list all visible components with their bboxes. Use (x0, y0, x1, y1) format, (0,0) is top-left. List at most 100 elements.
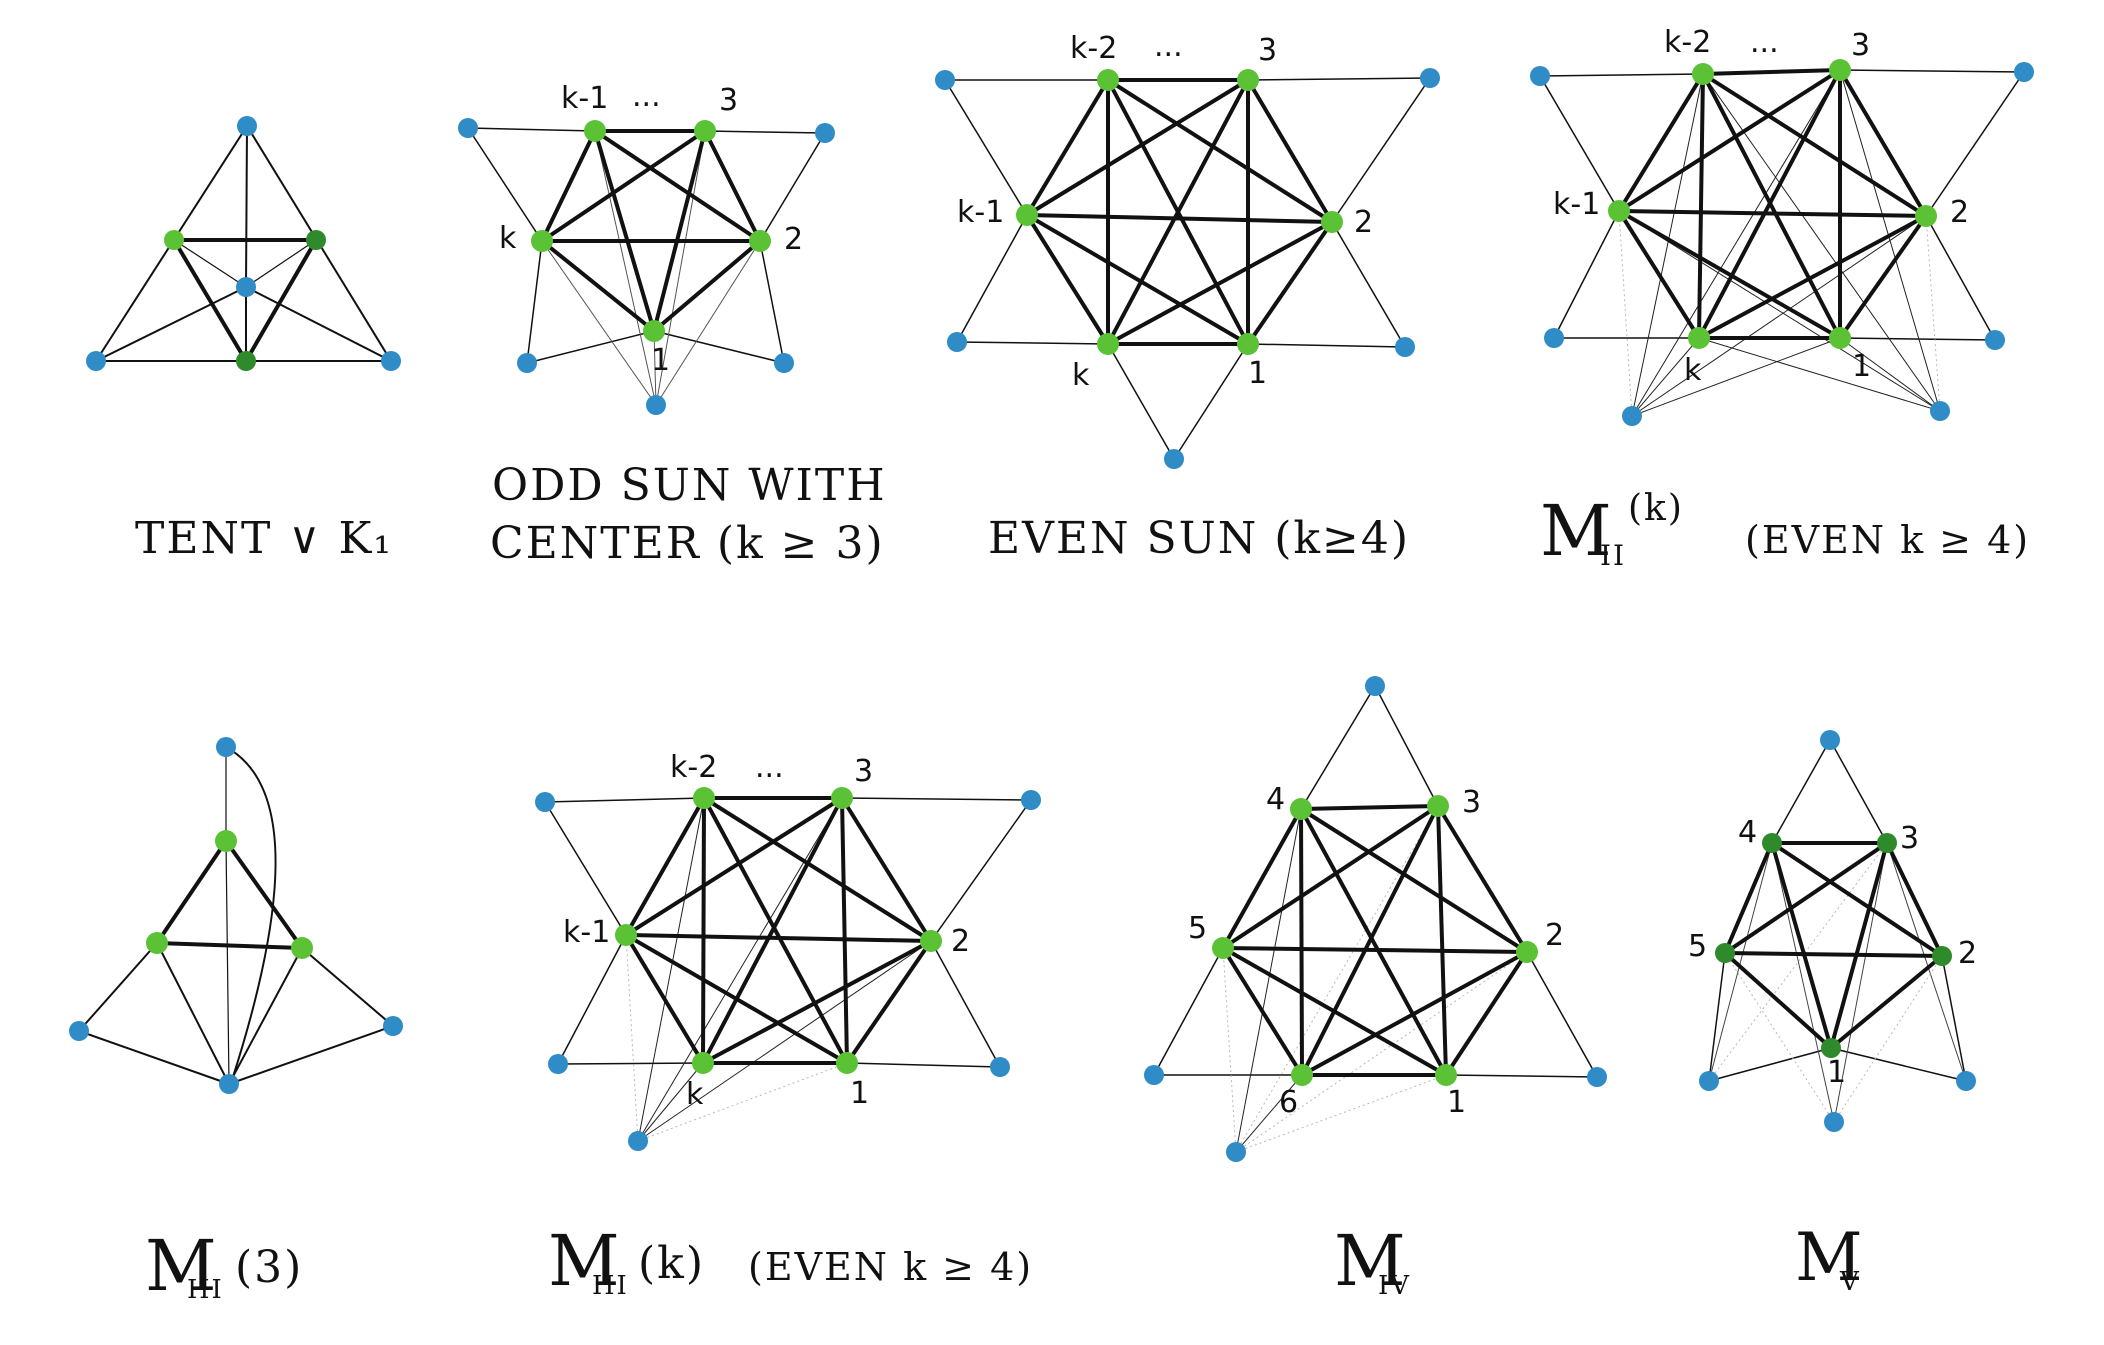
vertex-blue (628, 1131, 648, 1151)
caption-m3-k-cond: (EVEN k ≥ 4) (748, 1245, 1033, 1289)
caption-m3-k: M III (k) (EVEN k ≥ 4) (548, 1220, 1033, 1302)
vertex-green (1290, 798, 1312, 820)
caption-m4-sub: IV (1378, 1271, 1411, 1301)
caption-m2-letter: M (1540, 490, 1614, 572)
vertex-green (1291, 1064, 1313, 1086)
vertex-label: k (1684, 353, 1702, 388)
caption-m3-3-sub: III (187, 1275, 224, 1305)
graph-m5: 4 3 5 2 1 M V (1688, 730, 1977, 1297)
graph-tent-v-k1: TENT ∨ K₁ (86, 116, 401, 564)
vertex-green (1608, 200, 1630, 222)
vertex-label: ... (632, 79, 661, 114)
vertex-blue (646, 395, 666, 415)
vertex-blue (237, 116, 257, 136)
caption-m3-k-arg: (k) (638, 1238, 705, 1289)
vertex-green (1821, 1038, 1841, 1058)
caption-m3-3-letter: M (145, 1225, 219, 1307)
graph-even-sun: k-2 ... 3 k-1 2 k 1 EVEN SUN (k≥4) (935, 29, 1440, 564)
vertex-label: 2 (1354, 205, 1373, 240)
vertex-green (531, 230, 553, 252)
graph-m4: 4 3 5 2 6 1 M IV (1144, 676, 1607, 1302)
vertex-green (1915, 205, 1937, 227)
vertex-blue (1530, 66, 1550, 86)
vertex-label: 1 (651, 343, 670, 378)
vertex-label: 2 (1958, 936, 1977, 971)
vertex-green (236, 351, 256, 371)
vertex-blue (1395, 337, 1415, 357)
vertex-label: k-2 (670, 750, 717, 785)
vertex-label: 2 (951, 924, 970, 959)
vertex-green (1829, 327, 1851, 349)
vertex-label: 3 (1851, 28, 1870, 63)
vertex-label: k-2 (1664, 25, 1711, 60)
vertex-blue (815, 123, 835, 143)
vertex-green (749, 230, 771, 252)
vertex-blue (383, 1016, 403, 1036)
vertex-label: 3 (719, 83, 738, 118)
caption-m3-3: M III (3) (145, 1225, 301, 1307)
vertex-green (215, 830, 237, 852)
vertex-blue (236, 277, 256, 297)
caption-tent: TENT ∨ K₁ (135, 513, 393, 564)
vertex-blue (774, 353, 794, 373)
vertex-label: 6 (1279, 1085, 1298, 1120)
vertex-label: ... (1154, 29, 1183, 64)
vertex-blue (1699, 1071, 1719, 1091)
graph-m3-3: M III (3) (69, 737, 403, 1307)
vertex-green (1097, 333, 1119, 355)
vertex-label: k (499, 221, 517, 256)
vertex-label: k-1 (1553, 187, 1600, 222)
vertex-blue (990, 1057, 1010, 1077)
vertex-label: 5 (1188, 911, 1207, 946)
vertex-label: 1 (850, 1076, 869, 1111)
vertex-green (831, 787, 853, 809)
vertex-blue (1956, 1071, 1976, 1091)
vertex-green (1692, 63, 1714, 85)
caption-m2-arg: (k) (1628, 488, 1684, 529)
vertex-green (291, 937, 313, 959)
vertex-blue (935, 70, 955, 90)
vertex-green (920, 930, 942, 952)
vertex-blue (517, 353, 537, 373)
vertex-label: k-1 (563, 915, 610, 950)
caption-m4: M IV (1334, 1220, 1411, 1302)
vertex-blue (458, 118, 478, 138)
vertex-green (306, 230, 326, 250)
vertex-green (1435, 1064, 1457, 1086)
vertex-label: 2 (784, 222, 803, 257)
vertex-green (1688, 327, 1710, 349)
vertex-blue (1622, 406, 1642, 426)
vertex-label: k-2 (1070, 31, 1117, 66)
vertex-label: 1 (1248, 356, 1267, 391)
vertex-blue (1164, 449, 1184, 469)
vertex-label: 3 (1258, 33, 1277, 68)
vertex-green (146, 932, 168, 954)
caption-odd-sun-line1: ODD SUN WITH (492, 460, 887, 511)
graph-odd-sun-with-center: k-1 ... 3 k 2 1 ODD SUN WITH CENTER (k ≥… (458, 79, 887, 569)
vertex-label: 3 (1462, 785, 1481, 820)
caption-m5-sub: V (1839, 1267, 1861, 1297)
vertex-green (1016, 204, 1038, 226)
vertex-label: 1 (1827, 1055, 1846, 1090)
vertex-label: 1 (1447, 1085, 1466, 1120)
caption-m5: M V (1795, 1219, 1863, 1297)
vertex-label: 3 (854, 754, 873, 789)
vertex-green (643, 320, 665, 342)
vertex-blue (1930, 401, 1950, 421)
vertex-blue (219, 1074, 239, 1094)
caption-m2: M II (k) (EVEN k ≥ 4) (1540, 488, 2028, 572)
vertex-label: 5 (1688, 929, 1707, 964)
vertex-blue (548, 1054, 568, 1074)
vertex-green (1877, 833, 1897, 853)
caption-m3-k-sub: III (592, 1271, 629, 1301)
vertex-blue (947, 332, 967, 352)
vertex-green (692, 1052, 714, 1074)
vertex-label: 2 (1950, 195, 1969, 230)
vertex-blue (1420, 68, 1440, 88)
vertex-label: k (1072, 358, 1090, 393)
vertex-green (164, 230, 184, 250)
graph-m3-k: k-2 ... 3 k-1 2 k 1 M III (k) (EVEN k ≥ … (535, 750, 1041, 1302)
vertex-blue (1820, 730, 1840, 750)
vertex-green (1715, 943, 1735, 963)
vertex-blue (1587, 1067, 1607, 1087)
